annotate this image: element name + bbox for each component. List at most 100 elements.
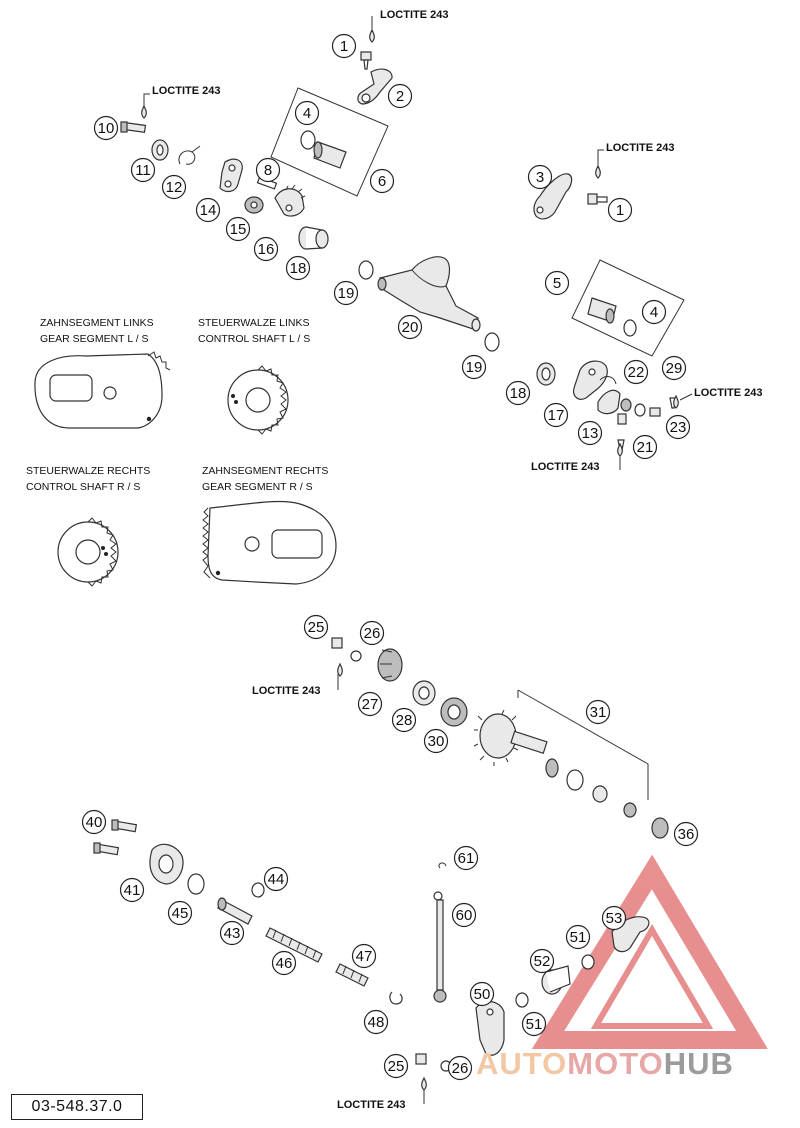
part-washer-26-mid [350, 650, 362, 662]
callout-number: 6 [378, 173, 386, 190]
callout-number: 14 [200, 202, 217, 219]
callout-circle [383, 1053, 409, 1079]
callout-number: 50 [474, 986, 491, 1003]
callout-circle [263, 866, 289, 892]
callout-19: 19 [461, 354, 487, 380]
gear-segment-right-caption-de: ZAHNSEGMENT RECHTS [202, 465, 328, 477]
part-bolt-25-mid [331, 637, 343, 649]
callout-circle [303, 614, 329, 640]
callout-number: 26 [364, 625, 381, 642]
part-gear-segment-13 [597, 376, 621, 415]
callout-number: 10 [98, 120, 115, 137]
control-shaft-left-caption-en: CONTROL SHAFT L / S [198, 333, 310, 345]
callout-45: 45 [167, 900, 193, 926]
callout-51: 51 [521, 1011, 547, 1037]
callout-number: 30 [428, 733, 445, 750]
callout-circle [391, 707, 417, 733]
callout-circle [119, 877, 145, 903]
callout-18: 18 [505, 380, 531, 406]
callout-41: 41 [119, 877, 145, 903]
callout-circle [387, 83, 413, 109]
callout-number: 12 [166, 179, 183, 196]
callout-3: 3 [527, 164, 553, 190]
callout-number: 4 [303, 105, 311, 122]
callout-number: 1 [616, 202, 624, 219]
watermark-part1: AUTO [476, 1046, 568, 1081]
callout-number: 40 [86, 814, 103, 831]
loctite-label-3: LOCTITE 243 [606, 142, 674, 154]
part-housing-41 [149, 843, 184, 885]
part-lever-2 [357, 68, 393, 105]
callout-circle [331, 33, 357, 59]
part-shaft-20 [377, 256, 481, 332]
callout-21: 21 [632, 434, 658, 460]
callout-number: 21 [637, 439, 654, 456]
callout-13: 13 [577, 420, 603, 446]
control-shaft-left-drawing [227, 365, 289, 435]
part-rod-60 [433, 891, 447, 1003]
callout-circle [351, 943, 377, 969]
callout-circle [451, 902, 477, 928]
callout-circle [544, 270, 570, 296]
loctite-label-7: LOCTITE 243 [337, 1099, 405, 1111]
loctite-drop-5 [617, 442, 623, 470]
callout-number: 8 [264, 162, 272, 179]
callout-number: 47 [356, 948, 373, 965]
callout-number: 22 [628, 364, 645, 381]
callout-47: 47 [351, 943, 377, 969]
callout-number: 23 [670, 419, 687, 436]
callout-11: 11 [130, 157, 156, 183]
callout-number: 60 [456, 907, 473, 924]
callout-25: 25 [303, 614, 329, 640]
part-bushing-18-right [536, 362, 556, 386]
callout-number: 16 [258, 241, 275, 258]
part-oring-45 [187, 873, 205, 895]
gear-segment-left-caption-de: ZAHNSEGMENT LINKS [40, 317, 154, 329]
callout-number: 31 [590, 704, 607, 721]
callout-circle [294, 100, 320, 126]
callout-number: 19 [466, 359, 483, 376]
part-spring-46 [265, 927, 323, 963]
callout-14: 14 [195, 197, 221, 223]
part-box-4-6 [270, 87, 389, 197]
callout-number: 13 [582, 425, 599, 442]
part-washer-51-b [581, 954, 595, 970]
callout-number: 29 [666, 360, 683, 377]
control-shaft-right-caption-en: CONTROL SHAFT R / S [26, 481, 140, 493]
part-bolt-10 [120, 121, 147, 134]
callout-circle [253, 236, 279, 262]
callout-circle [565, 924, 591, 950]
callout-number: 25 [388, 1058, 405, 1075]
part-spring-47 [335, 963, 369, 987]
part-bolt-1-right [587, 193, 608, 205]
callout-number: 4 [650, 304, 658, 321]
callout-50: 50 [469, 981, 495, 1007]
callout-number: 3 [536, 169, 544, 186]
callout-circle [397, 314, 423, 340]
callout-number: 11 [135, 162, 151, 179]
part-lever-17 [573, 360, 608, 400]
callout-number: 36 [678, 826, 695, 843]
callout-circle [469, 981, 495, 1007]
gear-segment-right-caption-en: GEAR SEGMENT R / S [202, 481, 313, 493]
callout-circle [527, 164, 553, 190]
gear-segment-left-caption-en: GEAR SEGMENT L / S [40, 333, 149, 345]
loctite-drop-2 [141, 93, 150, 119]
callout-circle [161, 174, 187, 200]
callout-number: 15 [230, 221, 247, 238]
callout-circle [81, 809, 107, 835]
callout-number: 28 [396, 712, 413, 729]
callout-25: 25 [383, 1053, 409, 1079]
callout-circle [529, 948, 555, 974]
callout-circle [333, 280, 359, 306]
callout-circle [543, 402, 569, 428]
loctite-drop-4 [673, 393, 693, 409]
part-oring-44 [251, 882, 265, 898]
callout-circle [585, 699, 611, 725]
part-shaft-43 [217, 897, 253, 925]
callout-19: 19 [333, 280, 359, 306]
callout-circle [521, 1011, 547, 1037]
callout-17: 17 [543, 402, 569, 428]
